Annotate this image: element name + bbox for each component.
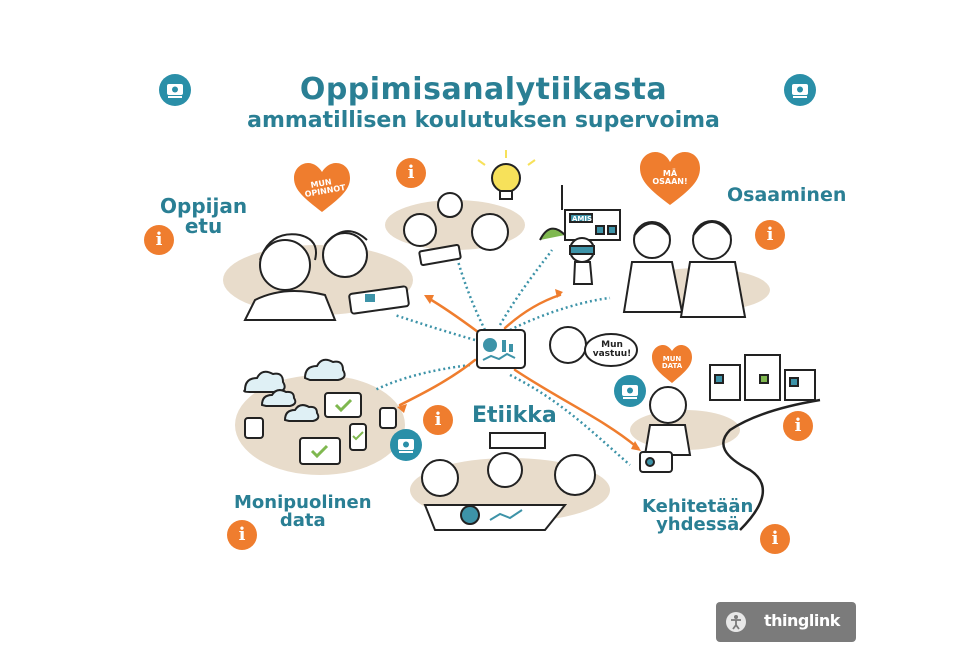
binary-stream-4 <box>395 315 475 340</box>
camera-icon <box>390 429 422 461</box>
speech-bubble-text: Mun vastuu! <box>590 341 634 360</box>
building-sign-text: AMIS <box>572 215 592 223</box>
media-icon[interactable] <box>614 375 646 407</box>
info-icon[interactable]: i <box>144 225 174 255</box>
heart-text-my-skills: MÄ OSAAN! <box>650 170 690 187</box>
thinglink-badge[interactable]: thinglink <box>716 602 856 642</box>
info-icon[interactable]: i <box>423 405 453 435</box>
info-icon[interactable]: i <box>755 220 785 250</box>
accessibility-icon[interactable] <box>726 612 746 632</box>
media-icon[interactable] <box>390 429 422 461</box>
binary-stream-3 <box>510 298 610 330</box>
city-with-hospital <box>710 355 815 400</box>
info-icon[interactable]: i <box>227 520 257 550</box>
page-subtitle: ammatillisen koulutuksen supervoima <box>0 108 967 133</box>
camera-icon <box>614 375 646 407</box>
info-icon[interactable]: i <box>396 158 426 188</box>
vr-student <box>570 238 594 284</box>
media-icon[interactable] <box>159 74 191 106</box>
camera-icon <box>784 74 816 106</box>
thinglink-logo: thinglink <box>764 611 840 630</box>
central-dashboard-device <box>477 330 525 368</box>
label-ethics: Etiikka <box>472 405 557 427</box>
label-competence: Osaaminen <box>727 186 846 205</box>
info-icon[interactable]: i <box>760 524 790 554</box>
info-icon[interactable]: i <box>783 411 813 441</box>
binary-stream-5 <box>375 365 470 390</box>
label-learner-benefit: Oppijan etu <box>160 196 247 236</box>
lightbulb <box>478 150 535 199</box>
camera-icon <box>159 74 191 106</box>
school-building <box>540 185 620 240</box>
page-title: Oppimisanalytiikasta <box>0 72 967 107</box>
media-icon[interactable] <box>784 74 816 106</box>
binary-stream-2 <box>500 250 552 325</box>
label-diverse-data: Monipuolinen data <box>234 494 372 530</box>
heart-text-my-data: MUN DATA <box>658 356 686 371</box>
label-developed-together: Kehitetään yhdessä <box>642 498 753 534</box>
